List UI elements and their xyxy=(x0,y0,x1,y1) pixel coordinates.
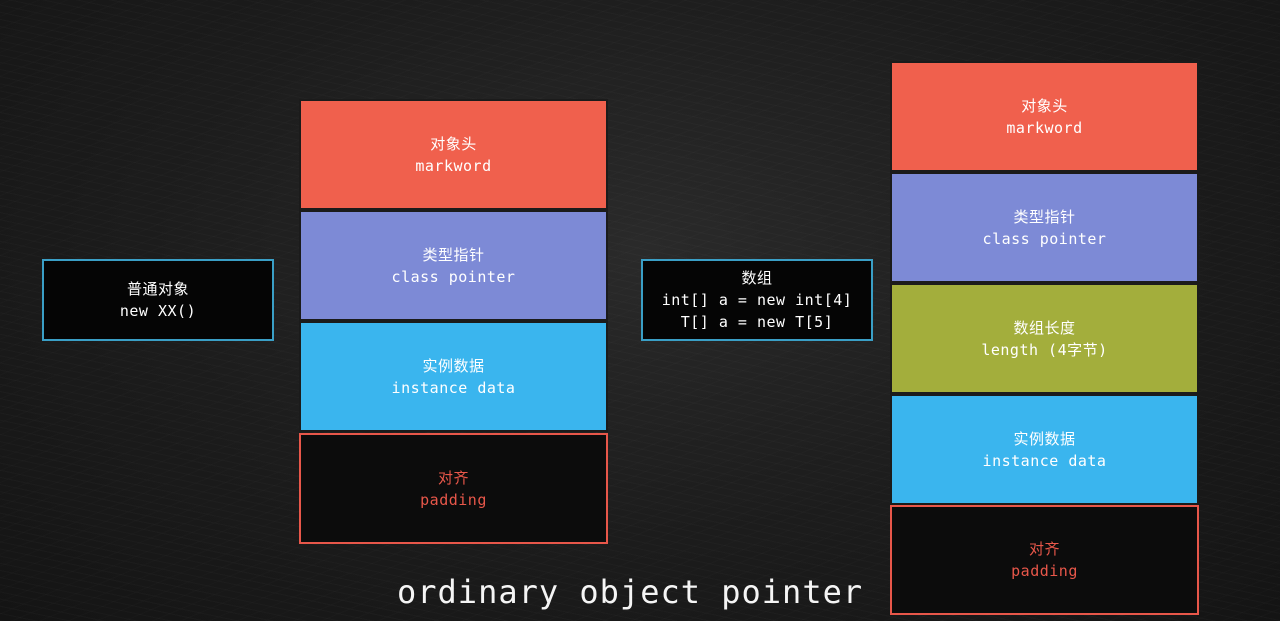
array-padding-en: padding xyxy=(1011,562,1078,580)
array-header-en: markword xyxy=(1006,118,1083,137)
ordinary-class-pointer-block: 类型指针 class pointer xyxy=(299,210,608,321)
array-instance-data-block: 实例数据 instance data xyxy=(890,394,1199,505)
array-header-block: 对象头 markword xyxy=(890,61,1199,172)
array-label-title: 数组 xyxy=(741,269,773,287)
ordinary-padding-cn: 对齐 xyxy=(437,468,469,487)
array-label-code-generic: T[] a = new T[5] xyxy=(680,313,834,331)
ordinary-header-cn: 对象头 xyxy=(430,134,477,153)
array-label-code-int: int[] a = new int[4] xyxy=(661,291,853,309)
ordinary-header-block: 对象头 markword xyxy=(299,99,608,210)
ordinary-padding-block: 对齐 padding xyxy=(299,433,608,544)
ordinary-object-label: 普通对象 new XX() xyxy=(42,259,274,341)
array-length-cn: 数组长度 xyxy=(1013,318,1076,337)
ordinary-instance-data-en: instance data xyxy=(391,378,516,397)
array-class-pointer-block: 类型指针 class pointer xyxy=(890,172,1199,283)
ordinary-padding-en: padding xyxy=(420,490,487,509)
array-class-pointer-en: class pointer xyxy=(982,229,1107,248)
array-instance-data-en: instance data xyxy=(982,451,1107,470)
array-padding-cn: 对齐 xyxy=(1028,540,1060,558)
array-instance-data-cn: 实例数据 xyxy=(1013,429,1076,448)
array-class-pointer-cn: 类型指针 xyxy=(1013,207,1076,226)
ordinary-header-en: markword xyxy=(415,156,492,175)
array-padding-block: 对齐 padding xyxy=(890,505,1199,615)
array-header-cn: 对象头 xyxy=(1021,96,1068,115)
ordinary-class-pointer-cn: 类型指针 xyxy=(422,245,485,264)
ordinary-label-title: 普通对象 xyxy=(126,280,189,298)
ordinary-class-pointer-en: class pointer xyxy=(391,267,516,286)
array-length-en: length (4字节) xyxy=(981,340,1108,359)
ordinary-instance-data-block: 实例数据 instance data xyxy=(299,321,608,432)
subtitle-caption: ordinary object pointer xyxy=(397,573,864,611)
ordinary-instance-data-cn: 实例数据 xyxy=(422,356,485,375)
ordinary-label-code: new XX() xyxy=(119,302,197,320)
array-object-label: 数组 int[] a = new int[4] T[] a = new T[5] xyxy=(641,259,873,341)
array-length-block: 数组长度 length (4字节) xyxy=(890,283,1199,394)
